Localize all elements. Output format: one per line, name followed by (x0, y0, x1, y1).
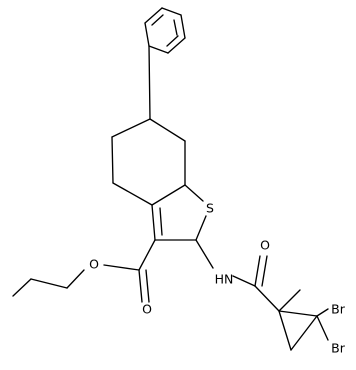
bromine-lower: Br (331, 341, 346, 356)
thiophene-ring (151, 184, 207, 241)
amide-oxygen: O (260, 238, 270, 253)
bond-phenyl-c6 (148, 45, 151, 120)
cyclohexene-ring (111, 118, 186, 206)
cyclopropane-ring (278, 289, 329, 351)
phenyl-ring (144, 7, 186, 54)
amide-nh: HN (215, 272, 234, 287)
ester-oxygen-carbonyl: O (142, 302, 152, 317)
ester-group (12, 239, 156, 303)
ester-oxygen-single: O (89, 257, 99, 272)
amide-group (195, 239, 280, 312)
sulfur-atom: S (206, 201, 214, 216)
bromine-upper: Br (331, 302, 346, 317)
